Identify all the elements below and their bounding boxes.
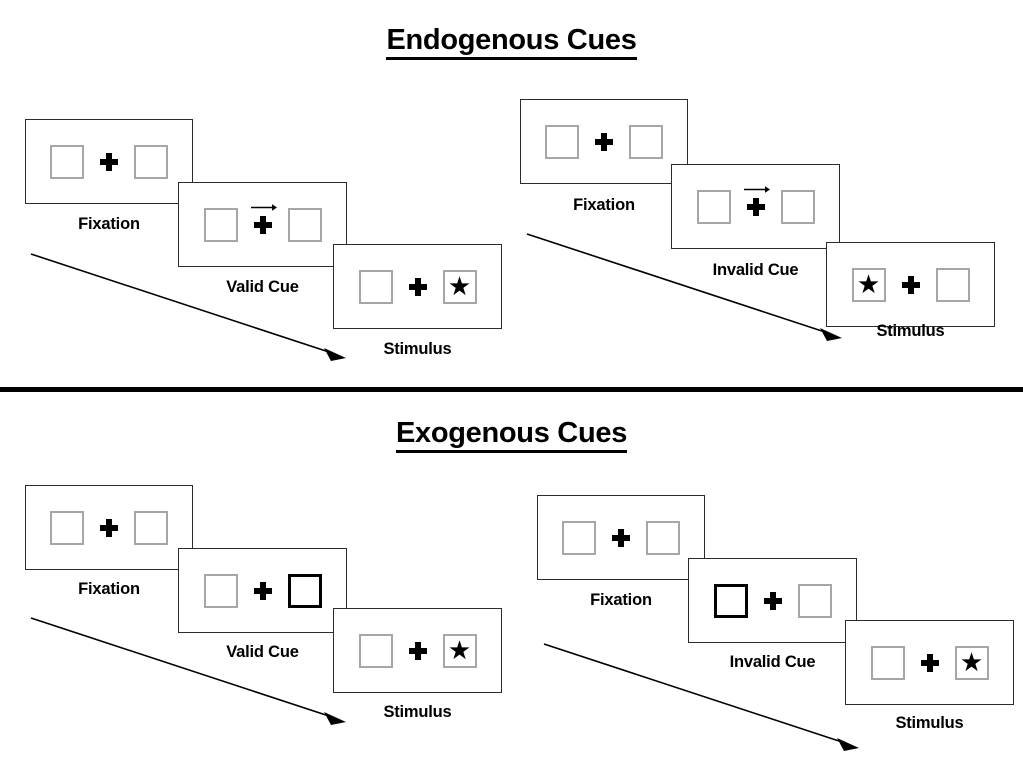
fixation-cross-wrap: [743, 185, 770, 216]
placeholder-box-left: [203, 573, 238, 608]
trial-label-fixation: Fixation: [590, 591, 652, 609]
trial-label-invalid-cue: Invalid Cue: [729, 653, 816, 671]
placeholder-box-right-with-target: ★: [954, 645, 989, 680]
section-title-endogenous: Endogenous Cues: [0, 24, 1023, 60]
trial-label-stimulus: Stimulus: [876, 322, 945, 340]
panel-endogenous-valid-fixation: [25, 119, 193, 204]
panel-endogenous-invalid-stimulus: ★: [826, 242, 995, 327]
placeholder-box-right: [629, 124, 663, 159]
fixation-cross-wrap: [920, 653, 939, 672]
star-target-icon: ★: [856, 268, 881, 299]
panel-endogenous-valid-cue: [178, 182, 347, 267]
fixation-cross-wrap: [901, 275, 920, 294]
trial-label-stimulus: Stimulus: [383, 340, 452, 358]
panel-exogenous-valid-cue: [178, 548, 347, 633]
fixation-cross-wrap: [408, 277, 427, 296]
time-flow-arrow-endogenous-valid: [30, 253, 346, 361]
panel-exogenous-valid-fixation: [25, 485, 193, 570]
fixation-cross-wrap: [100, 152, 118, 171]
placeholder-box-right: [780, 189, 815, 224]
fixation-cross-icon: [253, 215, 272, 234]
placeholder-box-left: [203, 207, 238, 242]
placeholder-box-left-with-target: ★: [851, 267, 886, 302]
placeholder-box-left: [870, 645, 905, 680]
placeholder-box-right: [797, 583, 832, 618]
trial-label-fixation: Fixation: [78, 215, 140, 233]
fixation-cross-icon: [100, 518, 118, 537]
fixation-cross-icon: [253, 581, 272, 600]
section-divider: [0, 387, 1023, 392]
trial-label-valid-cue: Valid Cue: [226, 643, 299, 661]
placeholder-box-right: [287, 207, 322, 242]
placeholder-box-right: [134, 510, 168, 545]
cue-arrow-right-icon: [743, 185, 770, 193]
placeholder-box-right: [646, 520, 680, 555]
trial-label-stimulus: Stimulus: [383, 703, 452, 721]
section-title-endogenous-text: Endogenous Cues: [386, 24, 637, 60]
fixation-cross-icon: [901, 275, 920, 294]
placeholder-box-left: [50, 144, 84, 179]
star-target-icon: ★: [959, 646, 984, 677]
placeholder-box-left: [50, 510, 84, 545]
section-title-exogenous: Exogenous Cues: [0, 417, 1023, 453]
cue-arrow-right-icon: [250, 203, 277, 211]
fixation-cross-wrap: [408, 641, 427, 660]
fixation-cross-wrap: [253, 581, 272, 600]
trial-label-stimulus: Stimulus: [895, 714, 964, 732]
placeholder-box-left: [696, 189, 731, 224]
panel-endogenous-invalid-fixation: [520, 99, 688, 184]
time-flow-arrow-exogenous-valid: [30, 617, 346, 725]
star-target-icon: ★: [447, 270, 472, 301]
placeholder-box-right-with-target: ★: [442, 633, 477, 668]
trial-label-invalid-cue: Invalid Cue: [712, 261, 799, 279]
fixation-cross-icon: [100, 152, 118, 171]
time-flow-arrow-exogenous-invalid: [543, 643, 859, 751]
panel-exogenous-invalid-fixation: [537, 495, 705, 580]
fixation-cross-wrap: [100, 518, 118, 537]
fixation-cross-icon: [595, 132, 613, 151]
fixation-cross-icon: [746, 197, 765, 216]
fixation-cross-icon: [763, 591, 782, 610]
fixation-cross-icon: [920, 653, 939, 672]
fixation-cross-wrap: [612, 528, 630, 547]
placeholder-box-left: [562, 520, 596, 555]
trial-label-fixation: Fixation: [573, 196, 635, 214]
trial-label-valid-cue: Valid Cue: [226, 278, 299, 296]
fixation-cross-icon: [408, 277, 427, 296]
panel-exogenous-invalid-stimulus: ★: [845, 620, 1014, 705]
placeholder-box-left: [358, 633, 393, 668]
trial-label-fixation: Fixation: [78, 580, 140, 598]
fixation-cross-icon: [612, 528, 630, 547]
placeholder-box-right-with-target: ★: [442, 269, 477, 304]
panel-endogenous-valid-stimulus: ★: [333, 244, 502, 329]
cued-box-left: [713, 583, 748, 618]
section-title-exogenous-text: Exogenous Cues: [395, 417, 627, 453]
panel-exogenous-invalid-cue: [688, 558, 857, 643]
placeholder-box-right: [134, 144, 168, 179]
fixation-cross-wrap: [763, 591, 782, 610]
fixation-cross-icon: [408, 641, 427, 660]
fixation-cross-wrap: [595, 132, 613, 151]
placeholder-box-left: [545, 124, 579, 159]
cued-box-right: [287, 573, 322, 608]
panel-endogenous-invalid-cue: [671, 164, 840, 249]
fixation-cross-wrap: [250, 203, 277, 234]
star-target-icon: ★: [447, 634, 472, 665]
time-flow-arrow-endogenous-invalid: [526, 233, 842, 341]
placeholder-box-right: [935, 267, 970, 302]
panel-exogenous-valid-stimulus: ★: [333, 608, 502, 693]
placeholder-box-left: [358, 269, 393, 304]
